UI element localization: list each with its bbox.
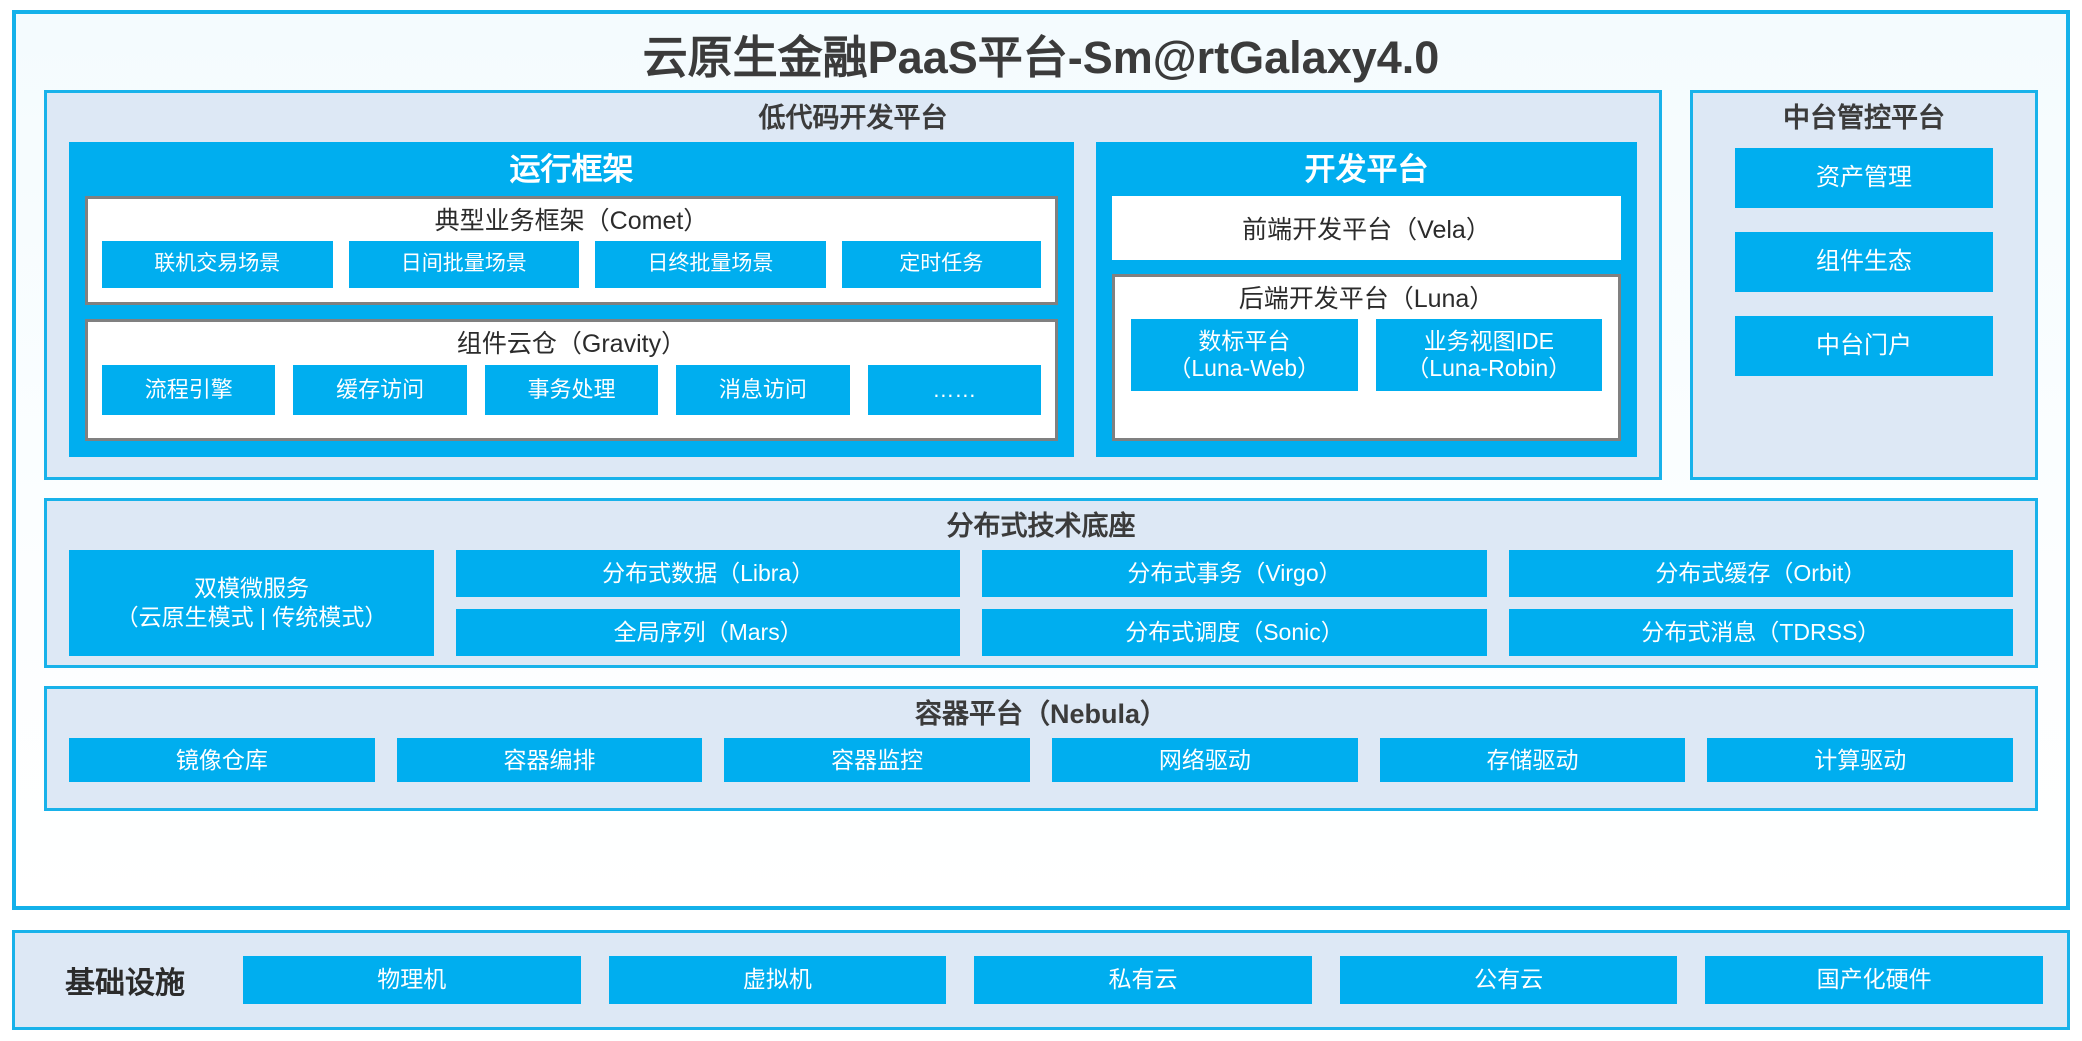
container-item-orchestration[interactable]: 容器编排 bbox=[396, 738, 703, 783]
distributed-item-dual-mode-microservice[interactable]: 双模微服务 （云原生模式 | 传统模式） bbox=[69, 550, 434, 657]
page-title: 云原生金融PaaS平台-Sm@rtGalaxy4.0 bbox=[642, 32, 1440, 83]
comet-item-eod-batch[interactable]: 日终批量场景 bbox=[595, 241, 826, 289]
comet-title: 典型业务框架（Comet） bbox=[434, 206, 709, 235]
distributed-item-sonic[interactable]: 分布式调度（Sonic） bbox=[982, 609, 1487, 657]
lowcode-platform-title: 低代码开发平台 bbox=[758, 102, 948, 133]
infrastructure-label: 基础设施 bbox=[65, 967, 185, 1000]
midplatform-items: 资产管理 组件生态 中台门户 bbox=[1693, 142, 2035, 476]
runtime-framework-inner: 典型业务框架（Comet） 联机交易场景 日间批量场景 日终批量场景 定时任务 … bbox=[69, 195, 1074, 457]
midplatform-item-asset-management[interactable]: 资产管理 bbox=[1735, 148, 1993, 209]
distributed-item-virgo[interactable]: 分布式事务（Virgo） bbox=[982, 550, 1487, 598]
row-lowcode-and-midplatform: 低代码开发平台 运行框架 典型业务框架（Comet） 联机交易场景 日间批量场景 bbox=[44, 89, 2038, 480]
container-platform-items: 镜像仓库 容器编排 容器监控 网络驱动 存储驱动 计算驱动 bbox=[47, 738, 2035, 798]
comet-business-framework-box: 典型业务框架（Comet） 联机交易场景 日间批量场景 日终批量场景 定时任务 bbox=[85, 195, 1058, 306]
container-item-image-registry[interactable]: 镜像仓库 bbox=[69, 738, 375, 783]
distributed-foundation-title: 分布式技术底座 bbox=[946, 510, 1136, 541]
infrastructure-item-virtual-machine[interactable]: 虚拟机 bbox=[608, 956, 947, 1004]
gravity-items-row: 流程引擎 缓存访问 事务处理 消息访问 …… bbox=[88, 364, 1055, 415]
container-item-monitoring[interactable]: 容器监控 bbox=[724, 738, 1031, 783]
container-item-compute-driver[interactable]: 计算驱动 bbox=[1707, 738, 2014, 783]
container-item-network-driver[interactable]: 网络驱动 bbox=[1052, 738, 1358, 783]
distributed-col-microservice: 双模微服务 （云原生模式 | 传统模式） bbox=[69, 550, 434, 657]
luna-items-row: 数标平台 （Luna-Web） 业务视图IDE （Luna-Robin） bbox=[1115, 319, 1618, 392]
distributed-item-libra[interactable]: 分布式数据（Libra） bbox=[456, 550, 961, 598]
dev-platform-block: 开发平台 前端开发平台（Vela） 后端开发平台（Luna） 数标平台 （Lun… bbox=[1096, 142, 1637, 457]
midplatform-title: 中台管控平台 bbox=[1783, 102, 1945, 133]
panel-midplatform-management: 中台管控平台 资产管理 组件生态 中台门户 bbox=[1690, 89, 2038, 480]
dev-platform-title: 开发平台 bbox=[1304, 152, 1429, 188]
distributed-col-3: 分布式缓存（Orbit） 分布式消息（TDRSS） bbox=[1508, 550, 2013, 657]
runtime-framework-block: 运行框架 典型业务框架（Comet） 联机交易场景 日间批量场景 日终批量场景 … bbox=[69, 142, 1074, 457]
infrastructure-item-private-cloud[interactable]: 私有云 bbox=[974, 956, 1312, 1004]
comet-items-row: 联机交易场景 日间批量场景 日终批量场景 定时任务 bbox=[88, 241, 1055, 289]
distributed-col-2: 分布式事务（Virgo） 分布式调度（Sonic） bbox=[982, 550, 1487, 657]
infrastructure-item-public-cloud[interactable]: 公有云 bbox=[1339, 956, 1678, 1004]
panel-container-platform: 容器平台（Nebula） 镜像仓库 容器编排 容器监控 网络驱动 存储驱动 计算… bbox=[44, 685, 2038, 811]
midplatform-item-portal[interactable]: 中台门户 bbox=[1735, 316, 1993, 377]
infrastructure-item-physical-machine[interactable]: 物理机 bbox=[243, 956, 581, 1004]
luna-item-business-view-ide[interactable]: 业务视图IDE （Luna-Robin） bbox=[1375, 319, 1602, 392]
luna-title: 后端开发平台（Luna） bbox=[1238, 284, 1495, 313]
luna-robin-code: （Luna-Robin） bbox=[1406, 355, 1572, 382]
microservice-line1: 双模微服务 bbox=[194, 574, 309, 601]
luna-robin-name: 业务视图IDE bbox=[1423, 327, 1554, 354]
gravity-item-process-engine[interactable]: 流程引擎 bbox=[102, 364, 276, 415]
midplatform-item-component-ecosystem[interactable]: 组件生态 bbox=[1735, 232, 1993, 293]
gravity-item-more[interactable]: …… bbox=[867, 364, 1042, 415]
panel-distributed-foundation: 分布式技术底座 双模微服务 （云原生模式 | 传统模式） 分布式数据（Libra… bbox=[44, 497, 2038, 668]
dev-platform-inner: 前端开发平台（Vela） 后端开发平台（Luna） 数标平台 （Luna-Web… bbox=[1096, 195, 1637, 457]
microservice-line2: （云原生模式 | 传统模式） bbox=[115, 604, 388, 631]
lowcode-platform-body: 运行框架 典型业务框架（Comet） 联机交易场景 日间批量场景 日终批量场景 … bbox=[47, 142, 1659, 476]
backend-dev-platform-luna-box: 后端开发平台（Luna） 数标平台 （Luna-Web） 业务视图IDE （Lu… bbox=[1112, 273, 1621, 441]
gravity-item-cache-access[interactable]: 缓存访问 bbox=[293, 364, 467, 415]
panel-lowcode-platform: 低代码开发平台 运行框架 典型业务框架（Comet） 联机交易场景 日间批量场景 bbox=[44, 89, 1662, 480]
distributed-foundation-body: 双模微服务 （云原生模式 | 传统模式） 分布式数据（Libra） 全局序列（M… bbox=[47, 550, 2035, 672]
comet-item-intraday-batch[interactable]: 日间批量场景 bbox=[348, 241, 580, 289]
gravity-item-message-access[interactable]: 消息访问 bbox=[676, 364, 850, 415]
main-platform-frame: 云原生金融PaaS平台-Sm@rtGalaxy4.0 低代码开发平台 运行框架 … bbox=[12, 10, 2070, 910]
comet-item-scheduled-task[interactable]: 定时任务 bbox=[841, 241, 1041, 289]
distributed-item-orbit[interactable]: 分布式缓存（Orbit） bbox=[1508, 550, 2013, 598]
comet-item-online-transaction[interactable]: 联机交易场景 bbox=[102, 241, 333, 289]
container-platform-title: 容器平台（Nebula） bbox=[914, 698, 1168, 729]
distributed-item-mars[interactable]: 全局序列（Mars） bbox=[456, 609, 961, 657]
luna-web-code: （Luna-Web） bbox=[1168, 355, 1321, 382]
runtime-framework-title: 运行框架 bbox=[509, 152, 634, 188]
infrastructure-item-domestic-hardware[interactable]: 国产化硬件 bbox=[1705, 956, 2043, 1004]
luna-item-data-standard-platform[interactable]: 数标平台 （Luna-Web） bbox=[1131, 319, 1358, 392]
container-item-storage-driver[interactable]: 存储驱动 bbox=[1379, 738, 1686, 783]
distributed-item-tdrss[interactable]: 分布式消息（TDRSS） bbox=[1508, 609, 2013, 657]
gravity-component-repo-box: 组件云仓（Gravity） 流程引擎 缓存访问 事务处理 消息访问 …… bbox=[85, 319, 1058, 441]
gravity-item-transaction-processing[interactable]: 事务处理 bbox=[484, 364, 659, 415]
luna-web-name: 数标平台 bbox=[1198, 327, 1291, 354]
frontend-dev-platform-vela[interactable]: 前端开发平台（Vela） bbox=[1112, 195, 1621, 260]
gravity-title: 组件云仓（Gravity） bbox=[456, 330, 687, 359]
distributed-col-1: 分布式数据（Libra） 全局序列（Mars） bbox=[456, 550, 961, 657]
panel-infrastructure: 基础设施 物理机 虚拟机 私有云 公有云 国产化硬件 bbox=[12, 930, 2070, 1030]
